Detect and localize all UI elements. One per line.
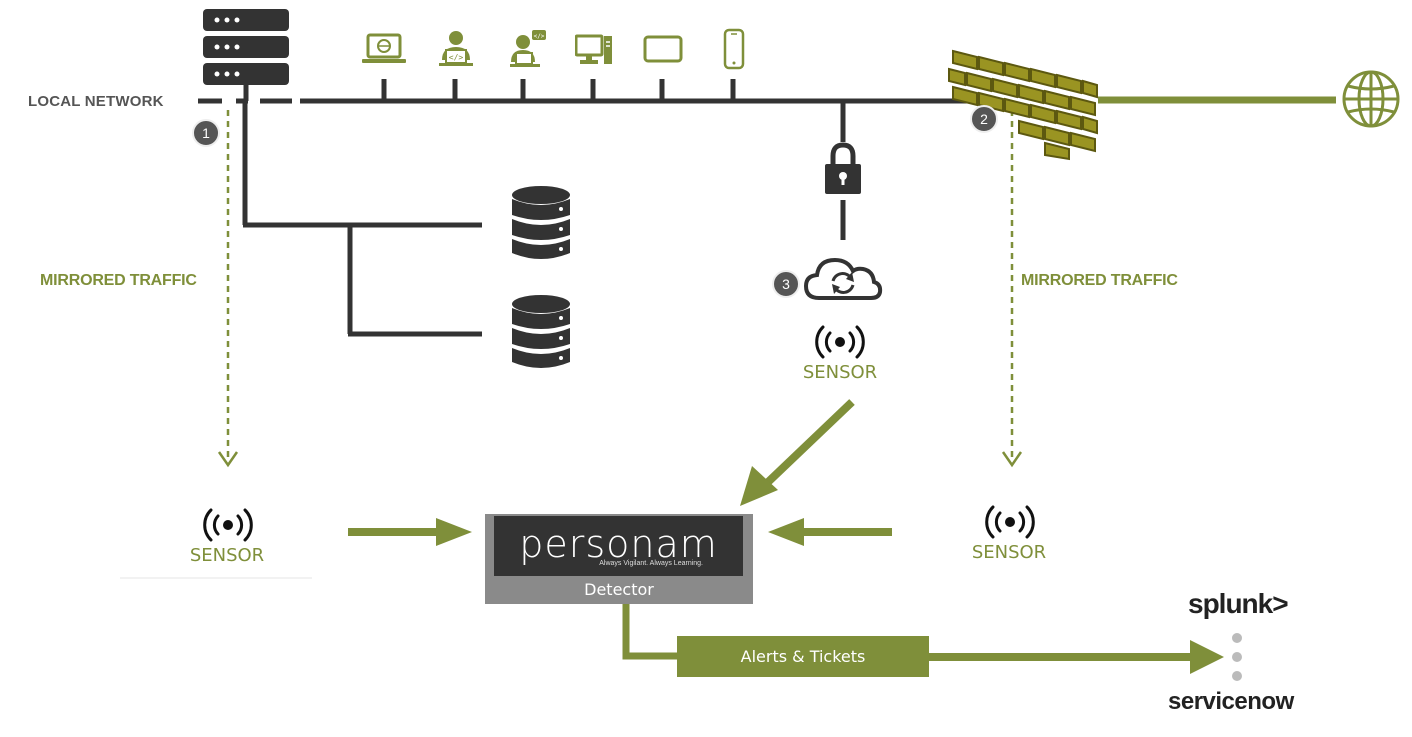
sensor-icon [815, 325, 865, 359]
step-badge-1: 1 [192, 119, 220, 147]
sensor-label-left: SENSOR [189, 545, 265, 566]
desktop-icon [575, 34, 612, 64]
local-network-label: LOCAL NETWORK [28, 93, 164, 110]
sensor-icon [985, 505, 1035, 539]
phone-icon [723, 28, 745, 70]
step-badge-2: 2 [970, 105, 998, 133]
server-icon [203, 9, 289, 85]
sensor-arrows [348, 399, 892, 546]
alerts-flow [622, 604, 1224, 674]
integration-dots [1232, 633, 1242, 681]
tablet-icon [643, 35, 683, 63]
database-icon [512, 295, 570, 368]
personam-logo: personam [519, 522, 718, 566]
svg-text:</>: </> [534, 33, 545, 40]
database-icon [512, 186, 570, 259]
developer-icon: </> [439, 31, 473, 66]
step-badge-3: 3 [772, 270, 800, 298]
detector-box: personam Always Vigilant. Always Learnin… [485, 514, 753, 604]
firewall-icon [948, 49, 1098, 161]
detector-brand-panel: personam Always Vigilant. Always Learnin… [494, 516, 743, 576]
mirrored-traffic-label-left: MIRRORED TRAFFIC [40, 272, 197, 289]
splunk-logo: splunk> [1188, 588, 1289, 619]
personam-tagline: Always Vigilant. Always Learning. [599, 560, 703, 567]
mirrored-traffic-label-right: MIRRORED TRAFFIC [1021, 272, 1178, 289]
local-network-bus [198, 79, 990, 337]
mirrored-arrowheads [217, 451, 1023, 468]
sensor-label-center: SENSOR [802, 362, 878, 383]
laptop-globe-icon [362, 33, 406, 63]
alerts-tickets-box: Alerts & Tickets [677, 636, 929, 677]
servicenow-logo: servicenow [1168, 688, 1294, 715]
lock-icon [825, 142, 861, 194]
coder-icon: </> [510, 30, 546, 67]
svg-text:</>: </> [449, 53, 464, 62]
detector-label: Detector [584, 580, 654, 599]
sensor-label-right: SENSOR [971, 542, 1047, 563]
globe-icon [1342, 70, 1400, 128]
cloud-sync-icon [803, 257, 883, 300]
sensor-icon [203, 508, 253, 542]
mirrored-traffic-lines [226, 110, 1014, 462]
